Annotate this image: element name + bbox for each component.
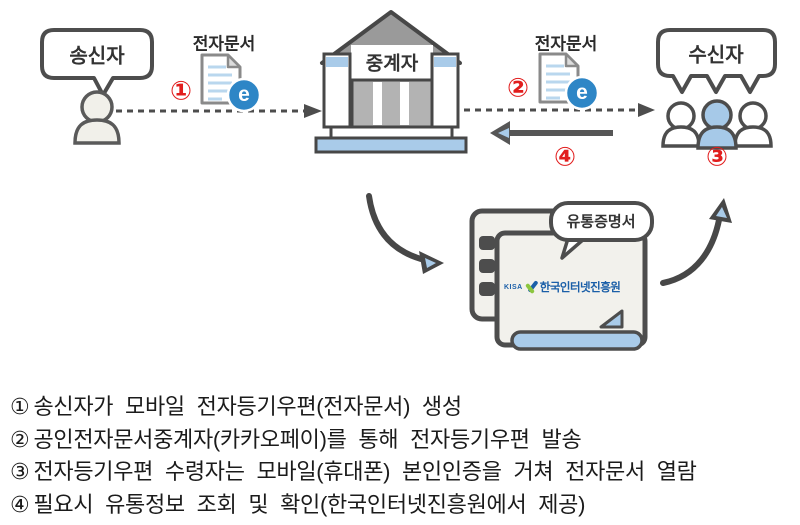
step-text: 전자등기우편 수령자는 모바일(휴대폰) 본인인증을 거쳐 전자문서 열람 [33, 459, 697, 484]
certificate-label: 유통증명서 [566, 213, 636, 231]
relay-building-icon [314, 10, 468, 154]
e-badge-letter-right: e [576, 81, 588, 104]
edocument-right-label: 전자문서 [534, 34, 598, 54]
binder-tabs [479, 236, 495, 296]
step-number: ① [10, 394, 30, 419]
kisa-logo: KISA 한국인터넷진흥원 [504, 279, 621, 295]
receiver-bubble-shape [656, 28, 777, 94]
sender-label: 송신자 [69, 45, 125, 68]
step-marker-3: ③ [705, 141, 729, 172]
e-badge-icon [226, 77, 262, 113]
receiver-label: 수신자 [688, 44, 744, 67]
edocument-right-icon [538, 52, 600, 111]
solid-left-arrow [490, 121, 613, 145]
curved-arrow-down [366, 193, 444, 274]
relay-label: 중계자 [365, 53, 419, 75]
kisa-emblem-icon [524, 280, 539, 295]
e-badge-letter-left: e [238, 83, 250, 106]
step-text: 공인전자문서중계자(카카오페이)를 통해 전자등기우편 발송 [33, 426, 582, 452]
step-number: ③ [10, 459, 30, 484]
kisa-org-name: 한국인터넷진흥원 [539, 282, 621, 294]
step-marker-2: ② [506, 72, 530, 103]
edocument-left-icon [200, 53, 262, 113]
step-number: ④ [10, 491, 30, 517]
diagram-canvas: 송신자 전자문서 ① e 중계자 ② 전자문서 e 수신자 ③ ④ 유통증명서 … [40, 10, 777, 351]
edocument-left-label: 전자문서 [192, 34, 256, 54]
page-curl-fold [599, 309, 624, 329]
sender-bubble-shape [40, 28, 154, 97]
curved-arrow-up [660, 198, 732, 286]
step-text: 송신자가 모바일 전자등기우편(전자문서) 생성 [33, 394, 462, 419]
certificate-stack-icon [469, 201, 654, 351]
diagram-shapes [40, 10, 777, 351]
dashed-arrow-2 [464, 103, 655, 117]
certificate-bubble-shape [549, 201, 654, 260]
e-badge-icon [564, 75, 600, 111]
receiver-people-icon [661, 99, 773, 150]
kisa-abbr: KISA [504, 283, 523, 291]
step-marker-1: ① [169, 75, 193, 106]
step-marker-4: ④ [553, 141, 577, 172]
sender-person-icon [73, 90, 121, 145]
page-curl-ribbon [510, 330, 644, 351]
step-number: ② [10, 426, 30, 452]
step-text: 필요시 유통정보 조회 및 확인(한국인터넷진흥원에서 제공) [33, 491, 586, 517]
dashed-arrow-1 [116, 104, 322, 118]
